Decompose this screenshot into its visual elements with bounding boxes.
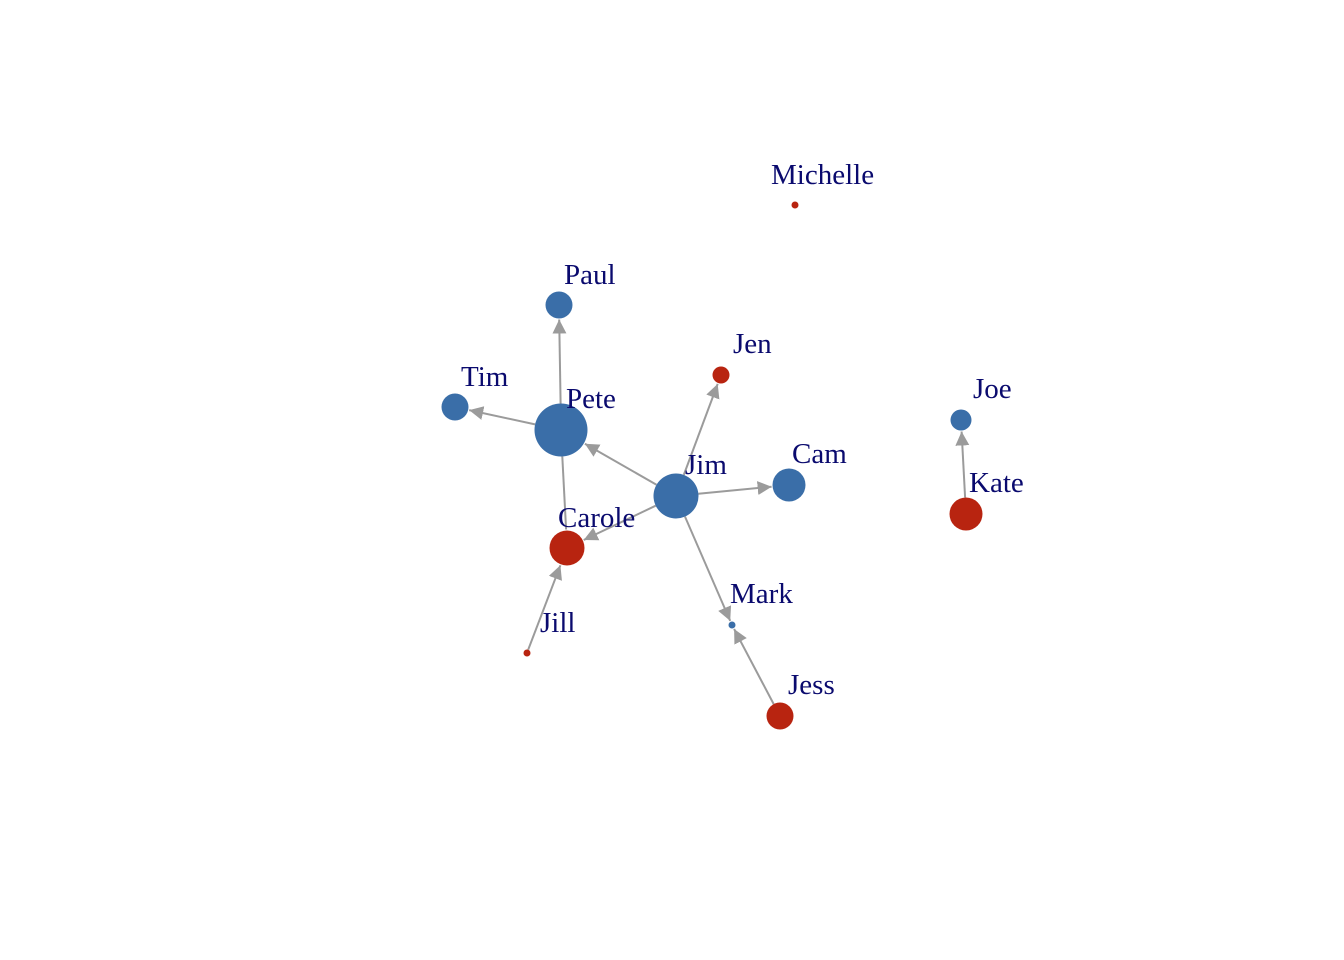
- node-label-pete: Pete: [566, 383, 616, 415]
- edge-pete-paul: [552, 319, 567, 404]
- node-kate: [949, 497, 983, 531]
- edge-jill-carole: [527, 564, 562, 651]
- node-jen: [712, 366, 730, 384]
- node-label-jen: Jen: [733, 328, 772, 360]
- edge-kate-joe: [955, 431, 970, 498]
- edge-jim-cam: [698, 481, 772, 496]
- node-label-jim: Jim: [685, 449, 727, 481]
- edge-pete-carole: [561, 456, 568, 530]
- node-label-paul: Paul: [564, 259, 616, 291]
- node-mark: [728, 621, 736, 629]
- edge-jim-jen: [682, 383, 720, 476]
- node-label-joe: Joe: [973, 373, 1012, 405]
- node-michelle: [791, 201, 799, 209]
- node-label-jill: Jill: [540, 607, 575, 639]
- edge-jim-pete: [584, 442, 657, 486]
- node-label-jess: Jess: [788, 669, 835, 701]
- edge-jim-mark: [684, 516, 732, 622]
- edges-layer: [468, 319, 970, 705]
- nodes-layer: [441, 201, 983, 730]
- node-label-cam: Cam: [792, 438, 847, 470]
- node-label-kate: Kate: [969, 467, 1024, 499]
- node-label-tim: Tim: [461, 361, 509, 393]
- node-label-mark: Mark: [730, 578, 793, 610]
- node-jess: [766, 702, 794, 730]
- node-jim: [653, 473, 699, 519]
- node-tim: [441, 393, 469, 421]
- node-pete: [534, 403, 588, 457]
- node-jill: [523, 649, 531, 657]
- node-paul: [545, 291, 573, 319]
- edge-jess-mark: [733, 628, 775, 705]
- edge-jim-carole: [583, 504, 657, 541]
- edge-pete-tim: [468, 406, 536, 426]
- node-label-carole: Carole: [558, 502, 635, 534]
- node-carole: [549, 530, 585, 566]
- node-cam: [772, 468, 806, 502]
- node-joe: [950, 409, 972, 431]
- node-label-michelle: Michelle: [771, 159, 874, 191]
